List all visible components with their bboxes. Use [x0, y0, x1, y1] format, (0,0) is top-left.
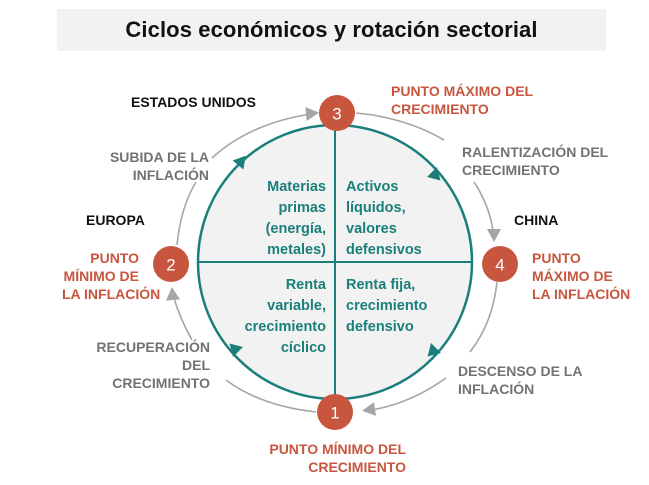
phase-badge-1: 1: [317, 394, 353, 430]
phase-label-line: MÍNIMO DE: [63, 268, 139, 284]
phase-label-line: CRECIMIENTO: [391, 101, 489, 117]
phase-label-line: LA INFLACIÓN: [532, 286, 631, 302]
phase-label-line: LA INFLACIÓN: [62, 286, 161, 302]
transition-label-line: CRECIMIENTO: [112, 375, 210, 391]
transition-descenso-inflacion: DESCENSO DE LA INFLACIÓN: [458, 362, 582, 398]
phase-label-line: PUNTO: [532, 250, 581, 266]
phase-4-label: PUNTO MÁXIMO DE LA INFLACIÓN: [532, 249, 630, 303]
transition-label-line: CRECIMIENTO: [462, 162, 560, 178]
quadrant-text-line: crecimiento: [346, 298, 428, 314]
region-label-china: CHINA: [514, 212, 559, 228]
phase-label-line: PUNTO MÍNIMO DEL: [269, 441, 406, 457]
phase-number: 1: [330, 404, 339, 423]
quadrant-text-line: crecimiento: [244, 319, 326, 335]
quadrant-text-line: primas: [278, 200, 326, 216]
quadrant-bottom-left: Renta variable, crecimiento cíclico: [226, 275, 326, 359]
quadrant-text-line: Renta fija,: [346, 277, 416, 293]
ring-segment: [211, 112, 319, 159]
gray-arrow-icon: [305, 107, 319, 121]
region-label-europa: EUROPA: [86, 212, 145, 228]
phase-label-line: MÁXIMO DE: [532, 268, 613, 284]
transition-ralentizacion: RALENTIZACIÓN DEL CRECIMIENTO: [462, 143, 608, 179]
transition-label-line: INFLACIÓN: [132, 167, 209, 183]
transition-label-line: INFLACIÓN: [458, 381, 535, 397]
phase-number: 4: [495, 256, 504, 275]
quadrant-text-line: defensivo: [346, 319, 414, 335]
quadrant-top-right: Activos líquidos, valores defensivos: [346, 177, 422, 261]
transition-label-line: DESCENSO DE LA: [458, 363, 583, 379]
phase-label-line: PUNTO: [90, 250, 139, 266]
phase-number: 2: [166, 256, 175, 275]
phase-badge-3: 3: [319, 95, 355, 131]
transition-label-line: SUBIDA DE LA: [109, 149, 209, 165]
quadrant-text-line: Activos: [346, 179, 399, 195]
gray-arrow-icon: [487, 229, 501, 242]
ring-segment: [172, 293, 193, 341]
quadrant-text-line: valores: [346, 221, 397, 237]
quadrant-text-line: defensivos: [346, 242, 422, 258]
quadrant-text-line: Materias: [267, 179, 326, 195]
quadrant-text-line: líquidos,: [346, 200, 406, 216]
quadrant-text-line: Renta: [285, 277, 326, 293]
teal-arrow-icon: [229, 343, 243, 357]
quadrant-text-line: cíclico: [280, 340, 326, 356]
transition-recuperacion: RECUPERACIÓN DEL CRECIMIENTO: [86, 338, 210, 392]
transition-label-line: DEL: [182, 357, 210, 373]
teal-arrow-icon: [427, 167, 441, 181]
quadrant-top-left: Materias primas (energía, metales): [236, 177, 326, 261]
ring-segment: [469, 281, 498, 353]
phase-badge-2: 2: [153, 246, 189, 282]
ring-segment: [176, 181, 197, 246]
quadrant-bottom-right: Renta fija, crecimiento defensivo: [346, 275, 427, 338]
diagram-title: Ciclos económicos y rotación sectorial: [125, 17, 538, 42]
gray-arrow-icon: [166, 287, 180, 301]
teal-arrow-icon: [427, 343, 441, 357]
transition-subida-inflacion: SUBIDA DE LA INFLACIÓN: [92, 148, 209, 184]
ring-segment: [225, 379, 317, 413]
quadrant-text-line: metales): [267, 242, 326, 258]
ring-segment: [355, 112, 445, 141]
transition-label-line: RECUPERACIÓN: [96, 339, 210, 355]
region-label-estados-unidos: ESTADOS UNIDOS: [131, 94, 256, 110]
phase-badge-4: 4: [482, 246, 518, 282]
phase-label-line: PUNTO MÁXIMO DEL: [391, 83, 534, 99]
phase-1-label: PUNTO MÍNIMO DEL CRECIMIENTO: [230, 440, 406, 476]
phase-label-line: CRECIMIENTO: [308, 459, 406, 475]
transition-label-line: RALENTIZACIÓN DEL: [462, 144, 609, 160]
quadrant-text-line: (energía,: [265, 221, 326, 237]
quadrant-text-line: variable,: [267, 298, 326, 314]
gray-arrow-icon: [362, 402, 376, 416]
phase-2-label: PUNTO MÍNIMO DE LA INFLACIÓN: [62, 249, 161, 303]
title-banner: Ciclos económicos y rotación sectorial: [57, 9, 606, 51]
teal-arrow-icon: [232, 155, 246, 170]
phase-3-label: PUNTO MÁXIMO DEL CRECIMIENTO: [391, 82, 533, 118]
phase-number: 3: [332, 105, 341, 124]
